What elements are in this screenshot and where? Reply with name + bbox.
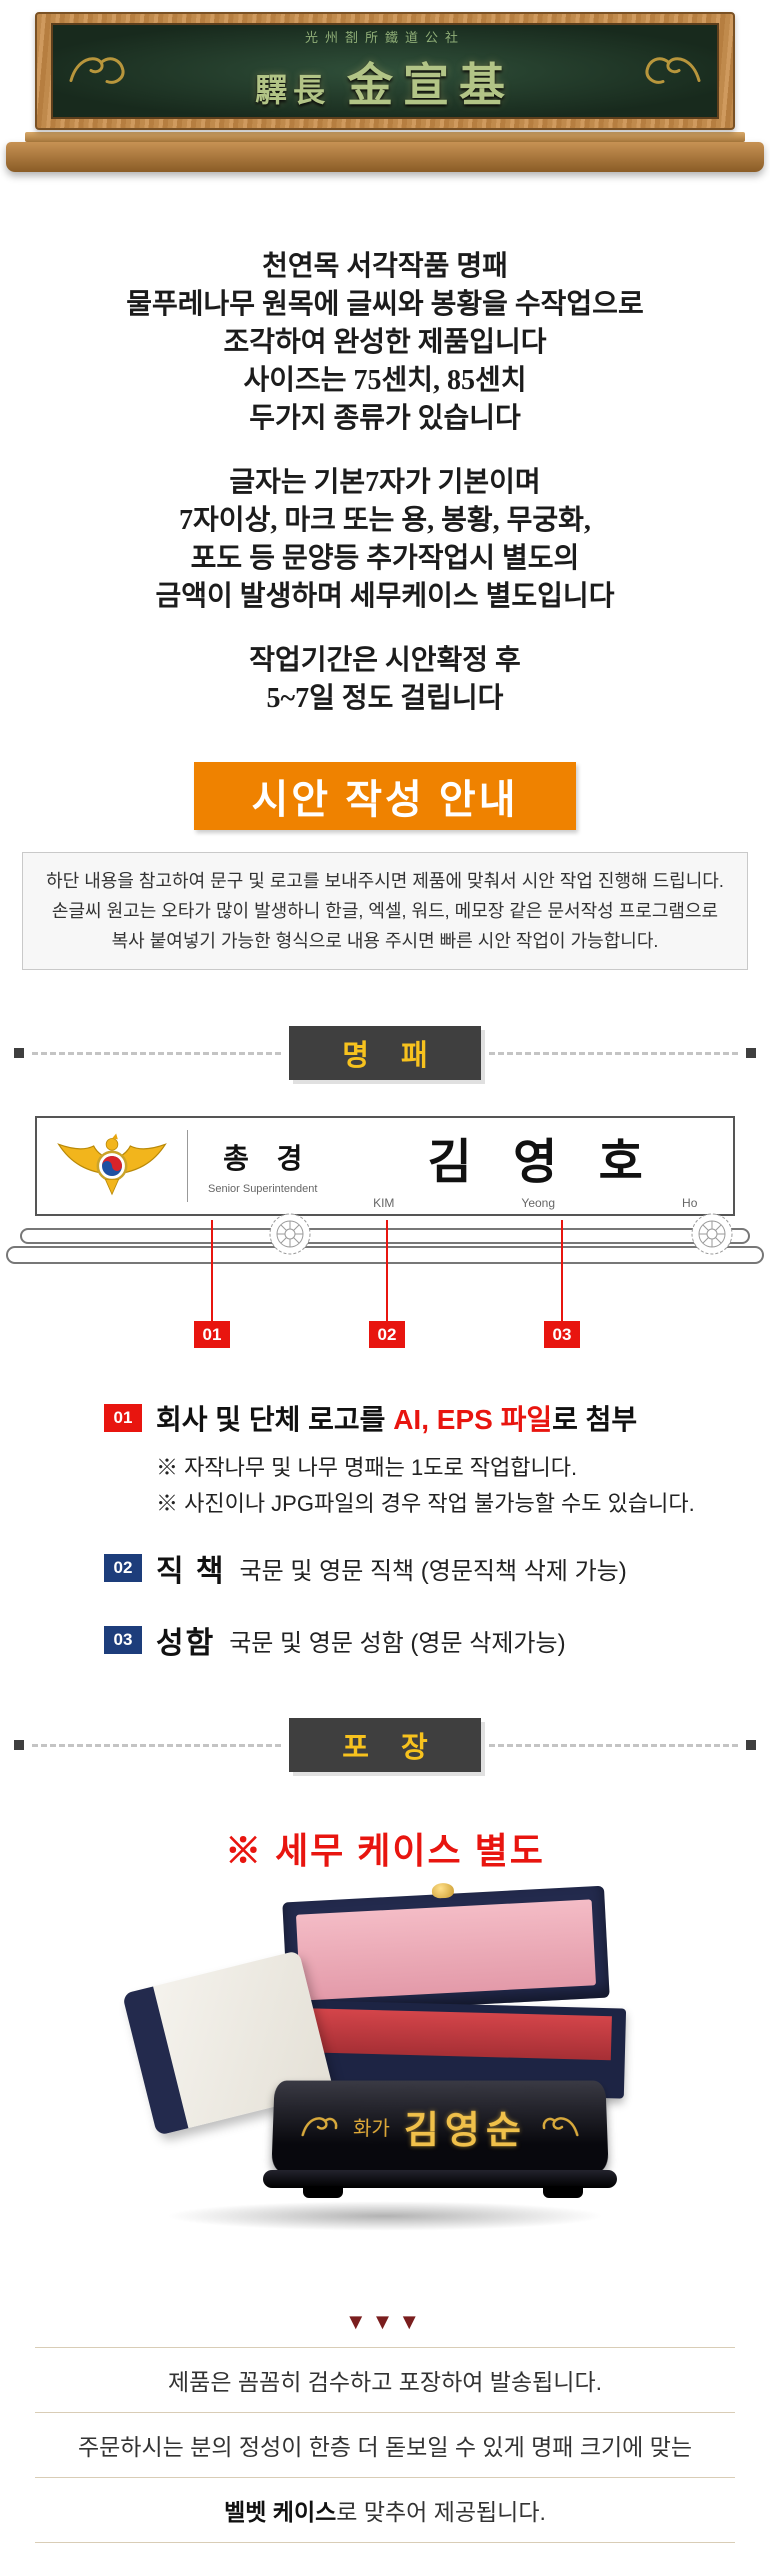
dragon-ornament-icon: [67, 49, 127, 94]
plate-title-kr: 총 경: [223, 1143, 313, 1174]
item-logo-notes: ※ 자작나무 및 나무 명패는 1도로 작업합니다. ※ 사진이나 JPG파일의…: [156, 1455, 695, 1516]
intro-paragraph: 글자는 기본7자가 기본이며 7자이상, 마크 또는 용, 봉황, 무궁화, 포…: [155, 467, 615, 612]
plate-main-inscription: 驛長金宣基: [255, 49, 515, 115]
hero-product-photo: 光州剳所鐵道公社 驛長金宣基: [0, 0, 770, 182]
plate-title-block: 총 경 Senior Superintendent: [188, 1118, 337, 1214]
nameplate-diagram: 총 경 Senior Superintendent 김 영 호 KIM Yeon…: [0, 1116, 770, 1356]
carved-rosette-icon: [690, 1212, 734, 1261]
dragon-ornament-icon: [643, 49, 703, 94]
intro-description: 천연목 서각작품 명패 물푸레나무 원목에 글씨와 봉황을 수작업으로 조각하여…: [0, 248, 770, 718]
footer-row: 주문하시는 분의 정성이 한층 더 돋보일 수 있게 명패 크기에 맞는: [35, 2413, 735, 2478]
plate-title-en: Senior Superintendent: [208, 1183, 318, 1195]
item-number-badge: 03: [104, 1626, 142, 1654]
draft-guide-banner: 시안 작성 안내: [194, 762, 576, 830]
section-divider-packing: 포 장: [14, 1718, 756, 1772]
black-plate-stand: [263, 2170, 617, 2188]
carved-wood-plate: 光州剳所鐵道公社 驛長金宣基: [35, 12, 735, 130]
plate-name-block: 김 영 호 KIM Yeong Ho: [337, 1118, 733, 1214]
case-clasp: [431, 1882, 455, 1899]
section-divider-nameplate: 명 패: [14, 1026, 756, 1080]
diagram-plate: 총 경 Senior Superintendent 김 영 호 KIM Yeon…: [35, 1116, 735, 1216]
plate-rank-text: 驛長: [254, 72, 331, 108]
guide-line: 복사 붙여넣기 가능한 형식으로 내용 주시면 빠른 시안 작업이 가능합니다.: [111, 931, 659, 951]
item-number-badge: 02: [104, 1554, 142, 1582]
gold-flourish-icon: [299, 2109, 340, 2144]
divider-square-icon: [14, 1048, 24, 1058]
black-plate-name: 김영순: [403, 2109, 528, 2152]
photo-shadow: [165, 2201, 605, 2231]
tax-case-notice: ※ 세무 케이스 별도: [225, 1830, 545, 1871]
divider-dashed-line: [32, 1051, 281, 1055]
item-number-badge: 01: [104, 1404, 142, 1432]
spec-items: 01 회사 및 단체 로고를 AI, EPS 파일로 첨부 ※ 자작나무 및 나…: [0, 1398, 770, 1662]
packing-case-photo: 화가 김영순: [122, 1882, 635, 2233]
plate-name-kr: 김 영 호: [427, 1136, 657, 1189]
plate-divider-line: [187, 1130, 188, 1202]
carved-rosette-icon: [268, 1212, 312, 1261]
callout-marker-02: 02: [369, 1321, 405, 1348]
footer-row: 제품은 꼼꼼히 검수하고 포장하여 발송됩니다.: [35, 2348, 735, 2413]
velvet-case-lid: [282, 1882, 610, 2015]
item-title: 02 직 책 국문 및 영문 직책 (영문직책 삭제 가능): [104, 1546, 770, 1590]
black-plate-title: 화가: [352, 2117, 391, 2140]
divider-square-icon: [14, 1740, 24, 1750]
divider-square-icon: [746, 1740, 756, 1750]
callout-line: [211, 1220, 213, 1321]
divider-dashed-line: [32, 1743, 281, 1747]
packing-section-badge: 포 장: [289, 1718, 481, 1772]
item-name: 03 성함 국문 및 영문 성함 (영문 삭제가능): [104, 1618, 770, 1662]
divider-dashed-line: [489, 1051, 738, 1055]
wood-base: [6, 142, 764, 172]
wood-base-step: [25, 132, 745, 142]
footer-notes: 제품은 꼼꼼히 검수하고 포장하여 발송됩니다. 주문하시는 분의 정성이 한층…: [35, 2347, 735, 2543]
intro-paragraph: 천연목 서각작품 명패 물푸레나무 원목에 글씨와 봉황을 수작업으로 조각하여…: [126, 251, 644, 434]
callout-marker-01: 01: [194, 1321, 230, 1348]
callout-line: [561, 1220, 563, 1321]
item-logo-text: 회사 및 단체 로고를 AI, EPS 파일로 첨부: [156, 1404, 638, 1435]
carved-panel: 光州剳所鐵道公社 驛長金宣基: [51, 23, 719, 119]
draft-guide-box: 하단 내용을 참고하여 문구 및 로고를 보내주시면 제품에 맞춰서 시안 작업…: [22, 852, 748, 970]
nameplate-section-badge: 명 패: [289, 1026, 481, 1080]
plate-name-text: 金宣基: [347, 59, 515, 111]
down-arrows-icon: ▼▼▼: [344, 2309, 426, 2334]
guide-line: 손글씨 원고는 오타가 많이 발생하니 한글, 엑셀, 워드, 메모장 같은 문…: [51, 901, 719, 921]
divider-square-icon: [746, 1048, 756, 1058]
diagram-stand: [0, 1228, 770, 1264]
plate-small-inscription: 光州剳所鐵道公社: [304, 30, 465, 45]
footer-row: 벨벳 케이스로 맞추어 제공됩니다.: [35, 2478, 735, 2543]
intro-paragraph: 작업기간은 시안확정 후 5~7일 정도 걸립니다: [249, 645, 521, 714]
callout-marker-03: 03: [544, 1321, 580, 1348]
callout-line: [386, 1220, 388, 1321]
gold-flourish-icon: [540, 2109, 581, 2144]
item-logo: 01 회사 및 단체 로고를 AI, EPS 파일로 첨부: [104, 1398, 770, 1438]
divider-dashed-line: [489, 1743, 738, 1747]
black-nameplate: 화가 김영순: [271, 2080, 609, 2173]
plate-name-en-row: KIM Yeong Ho: [373, 1196, 698, 1210]
guide-line: 하단 내용을 참고하여 문구 및 로고를 보내주시면 제품에 맞춰서 시안 작업…: [46, 871, 724, 891]
police-eagle-emblem-icon: [37, 1118, 187, 1214]
